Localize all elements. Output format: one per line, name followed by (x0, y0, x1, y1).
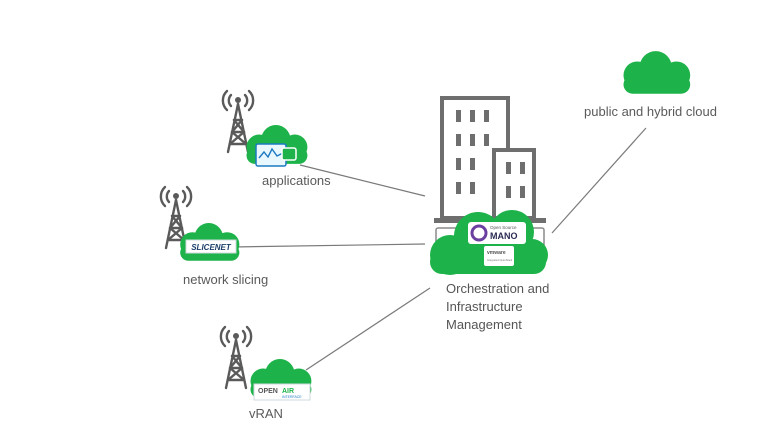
connector-lines (231, 127, 647, 371)
vran-label: vRAN (249, 406, 283, 421)
line-cloud-hub (551, 127, 647, 234)
osm-mano-logo: Open Source MANO (468, 222, 526, 244)
orchestration-label: Orchestration and Infrastructure Managem… (446, 280, 549, 334)
applications-label: applications (262, 173, 331, 188)
osm-big-text: MANO (490, 231, 518, 241)
osm-small-text: Open Source (490, 225, 517, 230)
node-network-slicing: SLICENET (159, 185, 240, 261)
line-applications-hub (299, 164, 426, 197)
antenna-tower-icon (219, 325, 253, 390)
orchestration-label-line-3: Management (446, 317, 522, 332)
monitor-chart-icon (255, 143, 297, 167)
line-slicing-hub (231, 243, 426, 248)
node-public-cloud (623, 51, 691, 94)
orchestration-label-line-2: Infrastructure (446, 299, 523, 314)
vmware-text: vmware (487, 250, 506, 256)
openair-logo-text-open: OPEN (258, 388, 278, 395)
office-building-icon (434, 96, 546, 223)
osm-ring-icon (470, 224, 488, 242)
vmware-subtext: Integrated OpenStack (487, 258, 513, 262)
cloud-icon (623, 51, 691, 94)
openair-logo-subtext: INTERFACE (282, 395, 302, 399)
slicenet-logo-text: SLICENET (191, 243, 232, 252)
orchestration-label-line-1: Orchestration and (446, 281, 550, 296)
network-slicing-label: network slicing (183, 272, 269, 287)
line-vran-hub (305, 287, 431, 371)
openair-logo: OPEN AIR INTERFACE (253, 383, 311, 401)
node-vran: OPEN AIR INTERFACE (219, 325, 312, 401)
public-cloud-label: public and hybrid cloud (584, 104, 717, 119)
node-orchestration-hub: Open Source MANO vmware Integrated OpenS… (430, 96, 548, 275)
openair-logo-text-air: AIR (282, 388, 294, 395)
node-applications (221, 89, 308, 167)
vmware-logo: vmware Integrated OpenStack (484, 246, 514, 266)
slicenet-logo: SLICENET (185, 239, 237, 254)
